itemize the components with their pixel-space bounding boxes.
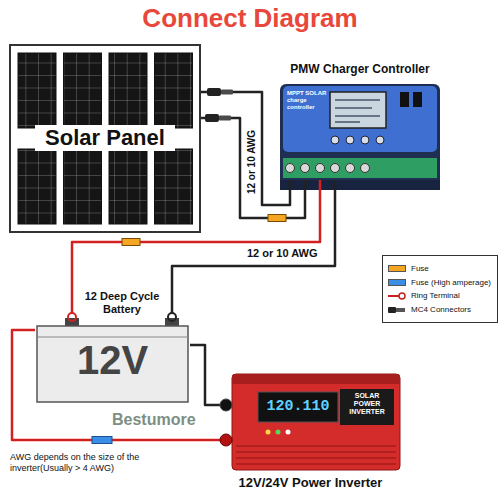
legend-row: Fuse (High amperage) <box>388 278 492 288</box>
controller-drawing <box>280 84 440 193</box>
mc4-connector-symbol <box>396 308 405 312</box>
legend-row: MC4 Connectors <box>388 305 492 315</box>
inverter-drawing <box>218 374 400 470</box>
device-label: MPPT SOLAR charge controller <box>287 90 327 111</box>
controller-drawing <box>335 100 380 122</box>
controller-drawing <box>346 136 354 144</box>
voltage-label: 12V <box>35 340 190 380</box>
solar-panel-drawing <box>10 45 200 232</box>
fuse <box>92 437 112 444</box>
inverter-drawing <box>286 430 291 435</box>
fuse <box>122 239 140 246</box>
legend-text: Ring Terminal <box>411 291 460 301</box>
inverter-drawing <box>232 374 400 384</box>
inverter-drawing <box>236 446 396 464</box>
note: AWG depends on the size of the inverter(… <box>10 452 190 475</box>
illustration <box>10 45 440 470</box>
ring-terminal-symbol <box>388 292 406 300</box>
ring-terminal-symbol <box>399 293 405 299</box>
inverter-drawing <box>220 434 232 446</box>
display-reading: 120.110 <box>262 398 334 416</box>
device-heading: 12V/24V Power Inverter <box>218 475 403 491</box>
controller-drawing <box>316 164 325 173</box>
legend-swatch <box>388 279 406 286</box>
battery-drawing <box>68 313 76 321</box>
inverter-drawing <box>232 374 400 470</box>
controller-drawing <box>280 84 440 190</box>
solar-panel-drawing <box>64 149 102 224</box>
controller-drawing <box>331 164 340 173</box>
fuse <box>268 215 286 222</box>
controller-drawing <box>331 136 339 144</box>
legend-text: MC4 Connectors <box>411 305 471 315</box>
mc4-connector <box>205 114 219 122</box>
device-heading: PMW Charger Controller <box>275 62 445 76</box>
controller-drawing <box>376 136 384 144</box>
solar-panel-drawing <box>64 53 102 128</box>
inverter-drawing <box>340 389 394 425</box>
battery-drawing <box>171 290 174 314</box>
inverter-drawing <box>258 392 338 422</box>
device-heading: 12 Deep Cycle Battery <box>82 290 162 315</box>
battery: 12 Deep Cycle Battery 12V <box>35 290 190 405</box>
solar-panel-drawing <box>10 45 200 232</box>
controller-drawing <box>361 136 369 144</box>
legend: FuseFuse (High amperage) Ring TerminalMC4… <box>382 255 498 323</box>
battery-drawing <box>168 313 176 321</box>
controller-drawing <box>319 180 322 193</box>
controller-drawing <box>346 164 355 173</box>
diagram-title: Connect Diagram <box>0 4 500 34</box>
watermark: Bestumore <box>112 410 196 429</box>
wire <box>190 345 218 405</box>
solar-panel: Solar Panel <box>10 45 200 232</box>
controller-drawing <box>330 92 386 128</box>
ring-terminal-symbol <box>388 295 399 297</box>
inverter-drawing <box>266 430 271 435</box>
inverter-drawing <box>276 430 281 435</box>
legend-row: Fuse <box>388 264 492 274</box>
battery-drawing <box>71 290 74 314</box>
controller-drawing <box>286 164 295 173</box>
legend-text: Fuse (High amperage) <box>411 278 491 288</box>
wire-gauge-label: 12 or 10 AWG <box>246 128 257 196</box>
wire-gauge-label: 12 or 10 AWG <box>245 247 320 259</box>
controller-drawing <box>283 86 437 152</box>
legend-row: Ring Terminal <box>388 291 492 301</box>
controller-drawing <box>290 180 335 193</box>
solar-panel-drawing <box>109 149 147 224</box>
charge-controller: PMW Charger Controller <box>275 62 445 193</box>
controller-drawing <box>283 158 437 178</box>
mc4-connector-symbol <box>388 306 406 314</box>
wire <box>200 92 290 205</box>
mc4-connector-symbol <box>388 307 396 313</box>
solar-panel-drawing <box>155 149 193 224</box>
mc4-connector <box>205 88 233 122</box>
device-label: SOLAR POWER INVERTER <box>342 392 392 416</box>
mc4-connector <box>207 88 221 96</box>
battery-drawing <box>37 337 188 338</box>
solar-panel-drawing <box>18 53 56 128</box>
controller-drawing <box>413 92 422 107</box>
controller-drawing <box>301 164 310 173</box>
panel-label: Solar Panel <box>35 125 175 151</box>
legend-text: Fuse <box>411 264 429 274</box>
legend-swatch <box>388 265 406 272</box>
solar-panel-drawing <box>155 53 193 128</box>
solar-panel-drawing <box>109 53 147 128</box>
solar-panel-drawing <box>18 149 56 224</box>
inverter-drawing <box>220 399 232 411</box>
mc4-connector <box>221 90 233 95</box>
mc4-connector <box>219 116 231 121</box>
controller-drawing <box>400 92 409 107</box>
power-inverter: 12V/24V Power Inverter <box>218 372 403 495</box>
controller-drawing <box>361 164 370 173</box>
